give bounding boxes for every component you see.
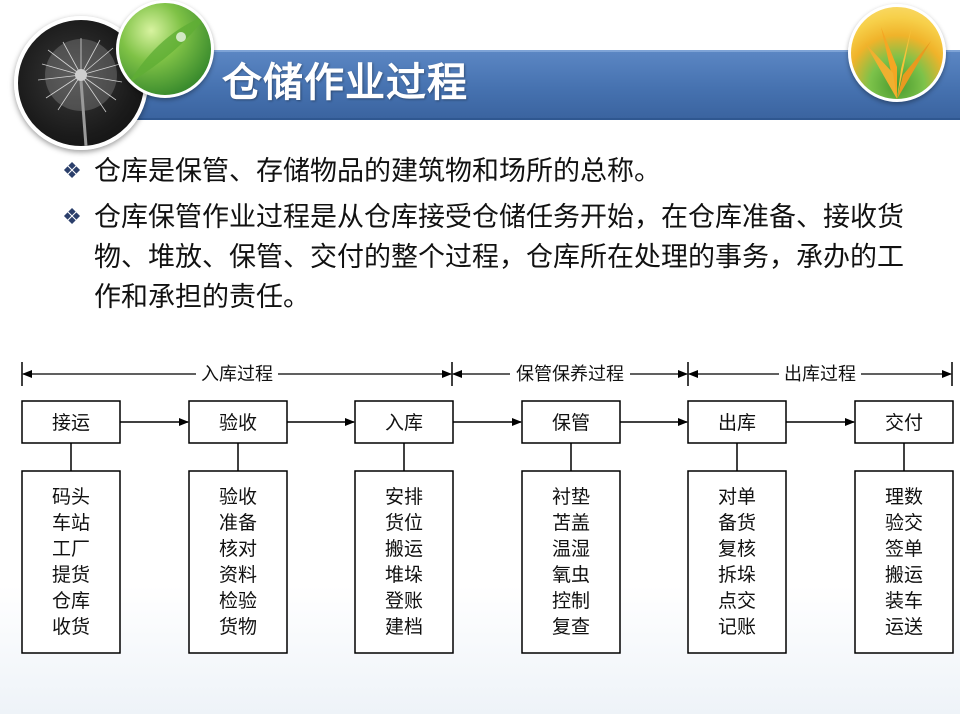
detail-item: 登账	[385, 590, 423, 612]
phase-span: 保管保养过程	[453, 364, 687, 385]
detail-item: 堆垛	[385, 564, 423, 586]
detail-item: 苫盖	[552, 512, 590, 534]
detail-item: 验收	[219, 486, 257, 508]
step-layer: 接运码头车站工厂提货仓库收货验收验收准备核对资料检验货物入库安排货位搬运堆垛登账…	[22, 401, 953, 653]
detail-item: 装车	[885, 590, 923, 612]
detail-item: 控制	[552, 590, 590, 612]
phase-layer: 入库过程 保管保养过程 出库过程	[22, 362, 952, 386]
detail-item: 理数	[885, 486, 923, 508]
detail-item: 核对	[219, 538, 257, 560]
detail-item: 备货	[718, 512, 756, 534]
detail-item: 工厂	[52, 538, 90, 560]
detail-item: 运送	[885, 616, 923, 638]
detail-item: 搬运	[385, 538, 423, 560]
step-label: 出库	[718, 412, 756, 434]
phase-span: 入库过程	[23, 364, 451, 385]
detail-item: 仓库	[52, 590, 90, 612]
phase-span: 出库过程	[689, 364, 951, 385]
step-label: 交付	[885, 412, 923, 434]
detail-item: 准备	[219, 512, 257, 534]
detail-item: 记账	[718, 616, 756, 638]
detail-item: 搬运	[885, 564, 923, 586]
detail-item: 货位	[385, 512, 423, 534]
detail-item: 签单	[885, 538, 923, 560]
detail-item: 检验	[219, 590, 257, 612]
detail-item: 车站	[52, 512, 90, 534]
detail-item: 衬垫	[552, 486, 590, 508]
detail-item: 复查	[552, 616, 590, 638]
detail-item: 复核	[718, 538, 756, 560]
detail-item: 温湿	[552, 538, 590, 560]
detail-item: 验交	[885, 512, 923, 534]
step-label: 入库	[385, 412, 423, 434]
detail-item: 安排	[385, 486, 423, 508]
step-label: 保管	[552, 412, 590, 434]
detail-item: 建档	[385, 616, 423, 638]
phase-label: 入库过程	[201, 364, 273, 385]
detail-item: 对单	[718, 486, 756, 508]
detail-item: 拆垛	[718, 564, 756, 586]
phase-label: 保管保养过程	[516, 364, 624, 385]
detail-item: 码头	[52, 486, 90, 508]
detail-item: 货物	[219, 616, 257, 638]
detail-item: 点交	[718, 590, 756, 612]
phase-label: 出库过程	[784, 364, 856, 385]
step-label: 验收	[219, 412, 257, 434]
detail-item: 提货	[52, 564, 90, 586]
step-label: 接运	[52, 412, 90, 434]
detail-item: 资料	[219, 564, 257, 586]
detail-item: 氧虫	[552, 564, 590, 586]
detail-item: 收货	[52, 616, 90, 638]
